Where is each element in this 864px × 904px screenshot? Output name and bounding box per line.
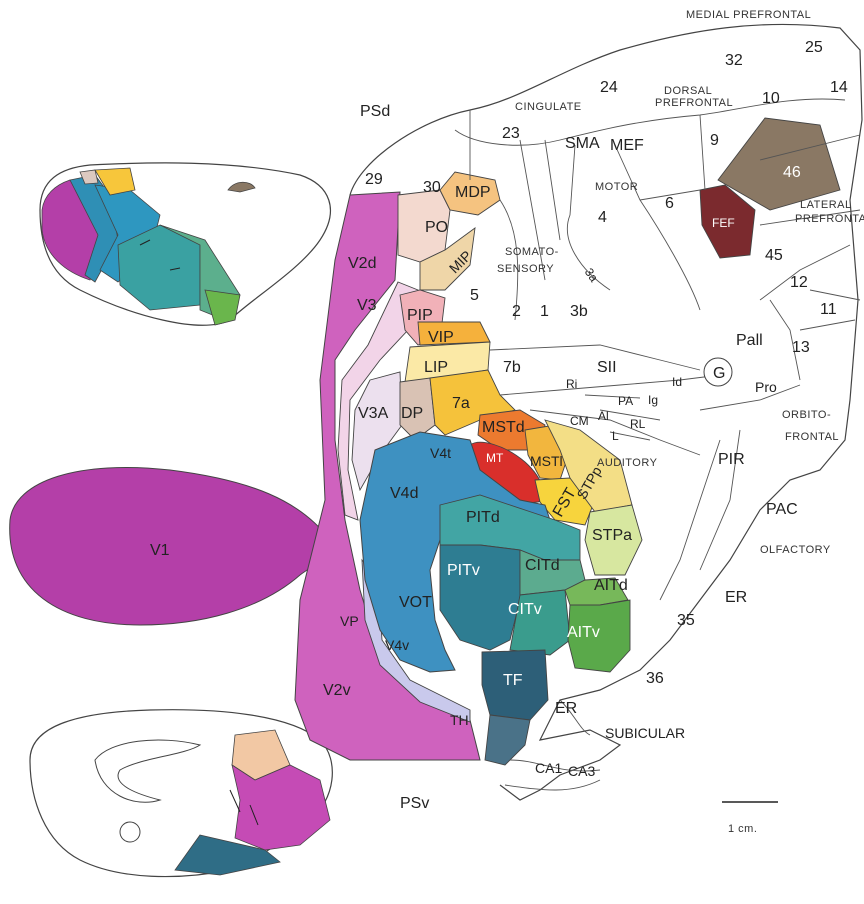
label-vp: VP bbox=[340, 613, 359, 629]
area-th bbox=[485, 715, 530, 765]
label-er-bottom: ER bbox=[555, 700, 577, 717]
label-v2d: V2d bbox=[348, 255, 376, 272]
label-auditory: AUDITORY bbox=[597, 457, 658, 469]
label-pac: PAC bbox=[766, 501, 798, 518]
label-4: 4 bbox=[598, 209, 607, 226]
label-1: 1 bbox=[540, 303, 549, 320]
label-6: 6 bbox=[665, 195, 674, 212]
label-orbito-1: ORBITO- bbox=[782, 409, 831, 421]
label-citd: CITd bbox=[525, 557, 560, 574]
area-pitv bbox=[440, 545, 520, 650]
label-al: Al bbox=[598, 409, 609, 423]
label-7b: 7b bbox=[503, 359, 521, 376]
label-pitd: PITd bbox=[466, 509, 500, 526]
label-v4t: V4t bbox=[430, 445, 451, 461]
label-olfactory: OLFACTORY bbox=[760, 544, 831, 556]
label-dorsal-prefrontal-2: PREFRONTAL bbox=[655, 97, 733, 109]
label-fef: FEF bbox=[712, 216, 735, 230]
label-46: 46 bbox=[783, 164, 801, 181]
label-14: 14 bbox=[830, 79, 848, 96]
label-vip: VIP bbox=[428, 329, 454, 346]
label-lateral-prefrontal-1: LATERAL bbox=[800, 199, 852, 211]
label-lateral-prefrontal-2: PREFRONTAL bbox=[795, 213, 864, 225]
label-pro: Pro bbox=[755, 379, 777, 395]
label-11: 11 bbox=[820, 301, 837, 318]
label-aitv: AITv bbox=[567, 624, 600, 641]
label-lip: LIP bbox=[424, 359, 448, 376]
label-sma: SMA bbox=[565, 135, 600, 152]
label-ig: Ig bbox=[648, 393, 658, 407]
label-pir: PIR bbox=[718, 451, 745, 468]
label-mef: MEF bbox=[610, 137, 644, 154]
label-v4d: V4d bbox=[390, 485, 418, 502]
label-25: 25 bbox=[805, 39, 823, 56]
label-citv: CITv bbox=[508, 601, 542, 618]
label-13: 13 bbox=[792, 339, 810, 356]
label-motor: MOTOR bbox=[595, 181, 638, 193]
label-v3a: V3A bbox=[358, 405, 389, 422]
label-7a: 7a bbox=[452, 395, 470, 412]
label-cm: CM bbox=[570, 414, 589, 428]
label-45: 45 bbox=[765, 247, 783, 264]
label-mstl: MSTl bbox=[530, 453, 563, 469]
label-35: 35 bbox=[677, 612, 695, 629]
label-32: 32 bbox=[725, 52, 743, 69]
label-orbito-2: FRONTAL bbox=[785, 431, 839, 443]
label-3b: 3b bbox=[570, 303, 588, 320]
label-29: 29 bbox=[365, 171, 383, 188]
label-g: G bbox=[713, 365, 725, 382]
label-v3: V3 bbox=[357, 297, 377, 314]
label-mt: MT bbox=[486, 451, 504, 465]
label-stpa: STPa bbox=[592, 527, 632, 544]
label-mstd: MSTd bbox=[482, 419, 525, 436]
label-24: 24 bbox=[600, 79, 618, 96]
label-pa: PA bbox=[618, 394, 633, 408]
label-23: 23 bbox=[502, 125, 520, 142]
label-mdp: MDP bbox=[455, 184, 491, 201]
label-psd: PSd bbox=[360, 103, 390, 120]
label-ca3: CA3 bbox=[568, 763, 595, 779]
label-pitv: PITv bbox=[447, 562, 480, 579]
label-aitd: AITd bbox=[594, 577, 628, 594]
label-vot: VOT bbox=[399, 594, 432, 611]
label-th: TH bbox=[450, 712, 469, 728]
label-er-top: ER bbox=[725, 589, 747, 606]
label-v2v: V2v bbox=[323, 682, 351, 699]
label-10: 10 bbox=[762, 90, 780, 107]
label-9: 9 bbox=[710, 132, 719, 149]
label-scale: 1 cm. bbox=[728, 823, 757, 835]
label-medial-prefrontal: MEDIAL PREFRONTAL bbox=[686, 9, 811, 21]
label-v1: V1 bbox=[150, 542, 170, 559]
label-po: PO bbox=[425, 219, 448, 236]
label-rl: RL bbox=[630, 417, 646, 431]
label-12: 12 bbox=[790, 274, 808, 291]
label-pip: PIP bbox=[407, 307, 433, 324]
label-dorsal-prefrontal-1: DORSAL bbox=[664, 85, 712, 97]
medial-brain-thumbnail bbox=[30, 710, 332, 877]
label-tf: TF bbox=[503, 672, 523, 689]
label-sii: SII bbox=[597, 359, 617, 376]
label-somato-2: SENSORY bbox=[497, 263, 554, 275]
label-30: 30 bbox=[423, 179, 441, 196]
lateral-brain-thumbnail bbox=[40, 163, 330, 325]
label-dp: DP bbox=[401, 405, 423, 422]
label-l: L bbox=[612, 429, 619, 443]
label-psv: PSv bbox=[400, 795, 429, 812]
label-ca1: CA1 bbox=[535, 760, 562, 776]
label-5: 5 bbox=[470, 287, 479, 304]
area-citv bbox=[510, 590, 570, 655]
label-v4v: V4v bbox=[385, 637, 409, 653]
label-36: 36 bbox=[646, 670, 664, 687]
area-v1 bbox=[10, 467, 333, 625]
label-somato-1: SOMATO- bbox=[505, 246, 559, 258]
label-subicular: SUBICULAR bbox=[605, 725, 685, 741]
label-cingulate: CINGULATE bbox=[515, 101, 582, 113]
label-ri: Ri bbox=[566, 377, 577, 391]
label-id: Id bbox=[672, 375, 682, 389]
label-pall: Pall bbox=[736, 332, 763, 349]
label-2: 2 bbox=[512, 303, 521, 320]
